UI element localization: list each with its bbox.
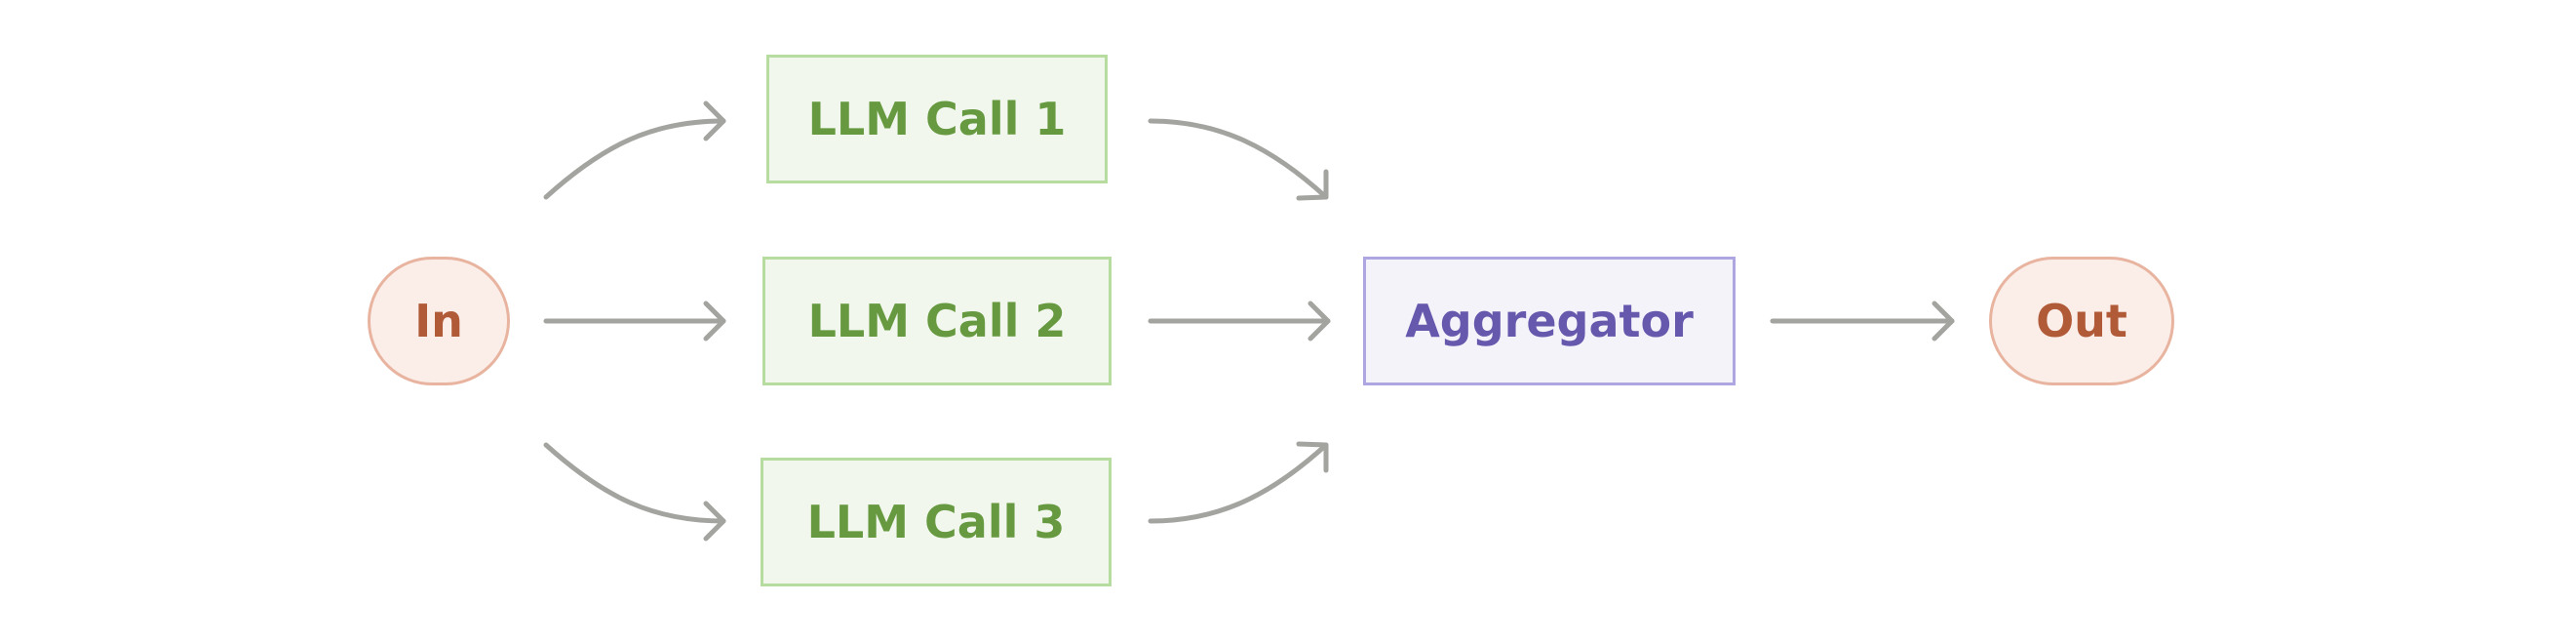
llm-call-2-label: LLM Call 2 bbox=[807, 295, 1067, 347]
llm-call-3-label: LLM Call 3 bbox=[806, 496, 1066, 548]
llm-call-2-node: LLM Call 2 bbox=[762, 257, 1112, 385]
aggregator-label: Aggregator bbox=[1405, 295, 1694, 347]
out-node-label: Out bbox=[2036, 295, 2127, 347]
arrow-in-to-llm-call-2 bbox=[543, 301, 726, 342]
in-node: In bbox=[368, 257, 510, 385]
arrow-aggregator-to-out bbox=[1770, 301, 1955, 342]
arrow-llm-call-3-to-aggregator bbox=[1148, 441, 1329, 524]
arrow-in-to-llm-call-3 bbox=[543, 442, 726, 542]
llm-call-3-node: LLM Call 3 bbox=[761, 458, 1112, 586]
out-node: Out bbox=[1989, 257, 2174, 385]
aggregator-node: Aggregator bbox=[1363, 257, 1736, 385]
llm-call-1-node: LLM Call 1 bbox=[766, 55, 1108, 183]
arrow-llm-call-2-to-aggregator bbox=[1148, 301, 1331, 342]
llm-call-1-label: LLM Call 1 bbox=[807, 93, 1067, 145]
arrow-in-to-llm-call-1 bbox=[543, 101, 726, 200]
in-node-label: In bbox=[414, 295, 463, 347]
arrow-llm-call-1-to-aggregator bbox=[1148, 118, 1329, 201]
